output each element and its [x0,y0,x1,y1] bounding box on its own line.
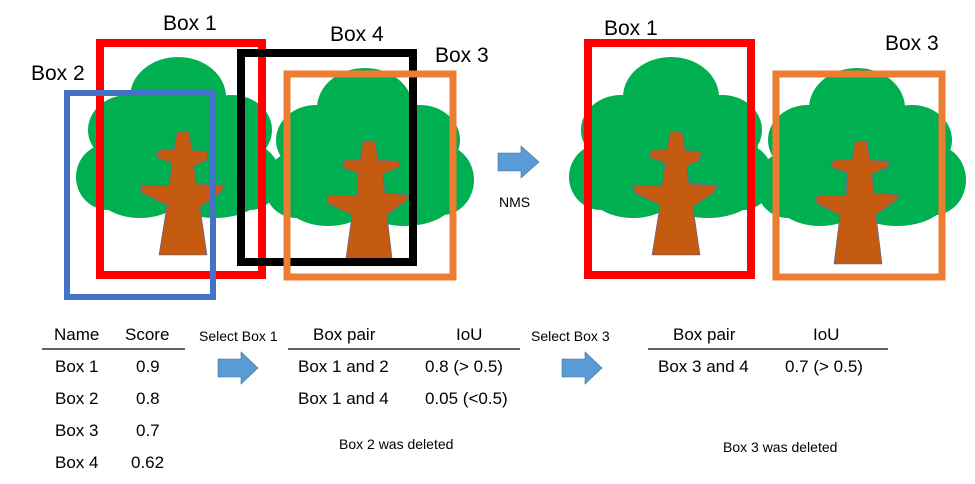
bounding-box-2[interactable] [64,90,216,300]
table-row: Box 1 0.9 [55,357,160,376]
table-row: Box 1 and 4 0.05 (<0.5) [298,389,508,408]
tree-left-after [569,57,773,256]
step1-label: Select Box 1 [199,328,278,344]
tree-left-before [76,57,280,256]
row-iou: 0.05 (<0.5) [425,389,508,408]
nms-label: NMS [499,194,530,210]
label-box-2: Box 2 [31,62,85,85]
right-arrow-icon [497,145,540,179]
step2-label: Select Box 3 [531,328,610,344]
table-row: Box 3 0.7 [55,421,160,440]
iou-table-step1: Box pair IoU Box 1 and 2 0.8 (> 0.5) Box… [288,325,520,408]
row-score: 0.7 [136,421,160,440]
bounding-box-3[interactable] [283,70,457,281]
score-table: Name Score Box 1 0.9 Box 2 0.8 Box 3 0.7… [42,325,185,472]
iou-header-iou: IoU [813,325,839,344]
table-row: Box 2 0.8 [55,389,160,408]
row-score: 0.9 [136,357,160,376]
right-arrow-icon [561,351,603,385]
tree-right-before [264,68,474,259]
tree-trunk [632,131,719,256]
bounding-box-1-kept[interactable] [584,39,755,279]
bounding-box-3-kept[interactable] [772,70,946,281]
step2-note: Box 3 was deleted [723,439,837,455]
row-iou: 0.7 (> 0.5) [785,357,863,376]
row-pair: Box 1 and 2 [298,357,389,376]
label-box-3-after: Box 3 [885,32,939,55]
label-box-4: Box 4 [330,23,384,46]
row-name: Box 2 [55,389,98,408]
table-row: Box 3 and 4 0.7 (> 0.5) [658,357,863,376]
step1-note: Box 2 was deleted [339,436,453,452]
bounding-box-1[interactable] [96,39,266,279]
score-table-header-name: Name [54,325,99,344]
right-arrow-icon [217,351,259,385]
iou-header-pair: Box pair [313,325,376,344]
label-box-3: Box 3 [435,44,489,67]
bounding-box-4[interactable] [237,49,417,266]
row-iou: 0.8 (> 0.5) [425,357,503,376]
table-row: Box 4 0.62 [55,453,164,472]
tree-trunk [815,140,901,265]
tree-trunk [139,131,226,256]
score-table-header-score: Score [125,325,169,344]
label-box-1-after: Box 1 [604,17,658,40]
row-name: Box 3 [55,421,98,440]
iou-header-pair: Box pair [673,325,736,344]
iou-table-step2: Box pair IoU Box 3 and 4 0.7 (> 0.5) [648,325,888,376]
row-name: Box 4 [55,453,98,472]
row-score: 0.8 [136,389,160,408]
row-name: Box 1 [55,357,98,376]
iou-header-iou: IoU [456,325,482,344]
tree-right-after [756,68,966,265]
row-pair: Box 3 and 4 [658,357,749,376]
table-row: Box 1 and 2 0.8 (> 0.5) [298,357,503,376]
row-pair: Box 1 and 4 [298,389,389,408]
row-score: 0.62 [131,453,164,472]
label-box-1: Box 1 [163,12,217,35]
